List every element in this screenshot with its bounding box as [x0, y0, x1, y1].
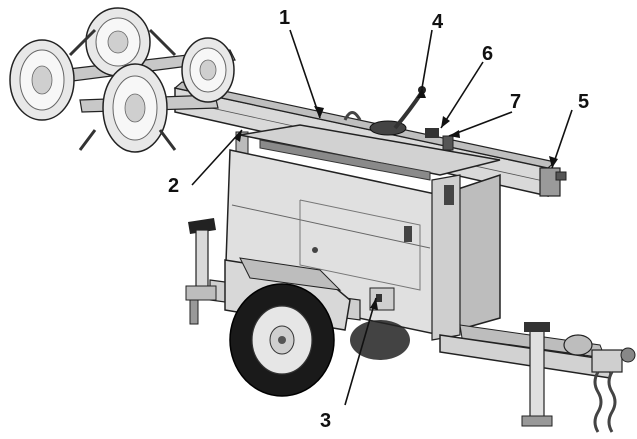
leader-lines — [191, 29, 573, 406]
leader-line-7 — [448, 111, 513, 137]
leader-line-1 — [289, 29, 321, 119]
callout-7: 7 — [510, 91, 521, 113]
trailer-wheel — [229, 283, 410, 397]
leader-line-6 — [440, 61, 484, 129]
callout-2: 2 — [168, 175, 179, 197]
leader-line-4 — [421, 29, 433, 89]
callout-1: 1 — [279, 7, 290, 29]
lamp-heads — [9, 7, 236, 153]
leader-line-2 — [191, 129, 243, 186]
lamp-head-2 — [85, 7, 151, 77]
callout-3: 3 — [320, 410, 331, 432]
left-stabilizer-jack — [185, 218, 217, 325]
trailer-tongue — [439, 322, 636, 433]
leader-arrowheads — [234, 88, 558, 310]
lamp-head-3 — [102, 63, 168, 153]
callout-6: 6 — [482, 43, 493, 65]
leader-line-3 — [344, 297, 377, 406]
callout-5: 5 — [578, 91, 589, 113]
lamp-head-4 — [181, 37, 235, 103]
lamp-head-1 — [9, 39, 75, 121]
callout-4: 4 — [432, 11, 444, 33]
